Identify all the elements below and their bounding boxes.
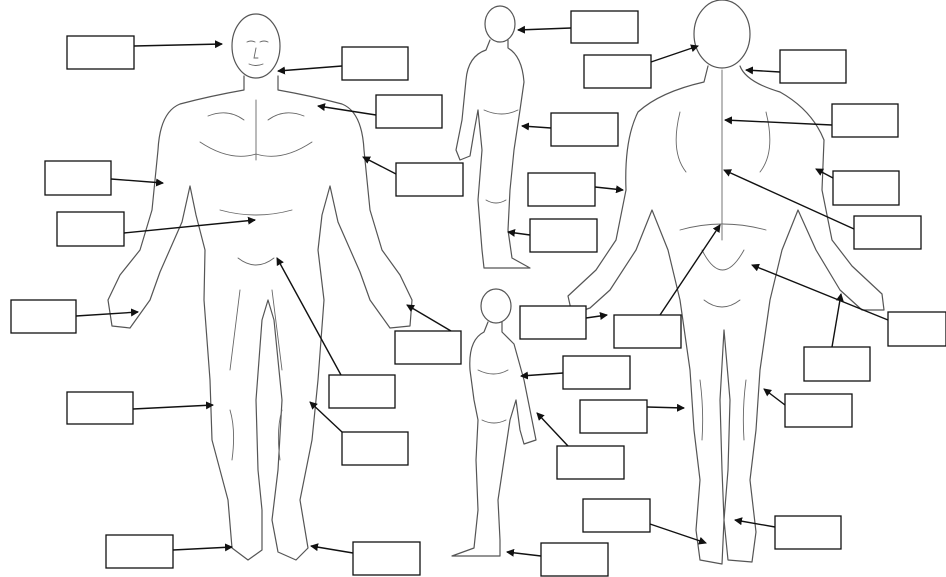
label-arrow — [124, 220, 255, 233]
label-box[interactable] — [833, 171, 899, 205]
label-box[interactable] — [580, 400, 647, 433]
label-box[interactable] — [854, 216, 921, 249]
side-lower-details — [478, 370, 508, 423]
label-arrow — [816, 169, 833, 178]
label-box[interactable] — [614, 315, 681, 348]
label-box[interactable] — [11, 300, 76, 333]
label-arrow — [650, 524, 706, 543]
label-arrow — [647, 407, 684, 408]
label-box[interactable] — [780, 50, 846, 83]
label-box[interactable] — [775, 516, 841, 549]
label-box[interactable] — [563, 356, 630, 389]
label-box[interactable] — [67, 36, 134, 69]
label-arrow — [595, 187, 623, 190]
label-box[interactable] — [342, 47, 408, 80]
label-box[interactable] — [571, 11, 638, 43]
label-box[interactable] — [530, 219, 597, 252]
label-box[interactable] — [329, 375, 395, 408]
label-box[interactable] — [342, 432, 408, 465]
label-box[interactable] — [57, 212, 124, 246]
label-arrow — [537, 413, 568, 446]
side-upper-head — [485, 6, 515, 42]
label-box[interactable] — [45, 161, 111, 195]
back-head — [694, 0, 750, 68]
label-box[interactable] — [584, 55, 651, 88]
label-arrow — [725, 120, 832, 125]
front-face — [247, 41, 268, 66]
side-body-figure-upper — [456, 6, 530, 268]
label-arrow — [651, 46, 698, 62]
label-arrow — [518, 28, 571, 30]
label-arrow — [76, 312, 138, 316]
label-box[interactable] — [106, 535, 173, 568]
label-arrow — [407, 305, 451, 331]
label-box[interactable] — [888, 312, 946, 346]
label-box[interactable] — [67, 392, 133, 424]
label-arrow — [508, 232, 530, 235]
label-arrow — [660, 225, 720, 315]
label-box[interactable] — [583, 499, 650, 532]
label-arrow — [173, 547, 232, 550]
label-arrow — [764, 389, 785, 405]
label-boxes — [11, 11, 946, 576]
front-head — [232, 14, 280, 78]
label-arrow — [311, 546, 353, 553]
label-box[interactable] — [528, 173, 595, 206]
label-arrow — [746, 70, 780, 72]
label-box[interactable] — [785, 394, 852, 427]
label-box[interactable] — [376, 95, 442, 128]
label-arrow — [277, 258, 341, 375]
label-box[interactable] — [832, 104, 898, 137]
back-body-details — [676, 70, 770, 440]
label-box[interactable] — [804, 347, 870, 381]
front-body-figure — [108, 14, 412, 560]
label-box[interactable] — [353, 542, 420, 575]
label-box[interactable] — [557, 446, 624, 479]
side-lower-head — [481, 289, 511, 323]
label-box[interactable] — [396, 163, 463, 196]
label-arrow — [521, 373, 563, 376]
label-arrow — [133, 405, 213, 409]
label-arrow — [832, 294, 841, 347]
label-box[interactable] — [551, 113, 618, 146]
label-arrow — [134, 44, 222, 46]
label-arrow — [507, 552, 541, 556]
label-box[interactable] — [520, 306, 586, 339]
label-box[interactable] — [541, 543, 608, 576]
side-lower-body-outline — [452, 322, 536, 556]
label-arrow — [363, 157, 396, 174]
front-body-outline — [108, 76, 412, 560]
label-arrow — [586, 315, 607, 318]
label-box[interactable] — [395, 331, 461, 364]
label-arrow — [522, 126, 551, 128]
label-arrow — [278, 66, 342, 71]
